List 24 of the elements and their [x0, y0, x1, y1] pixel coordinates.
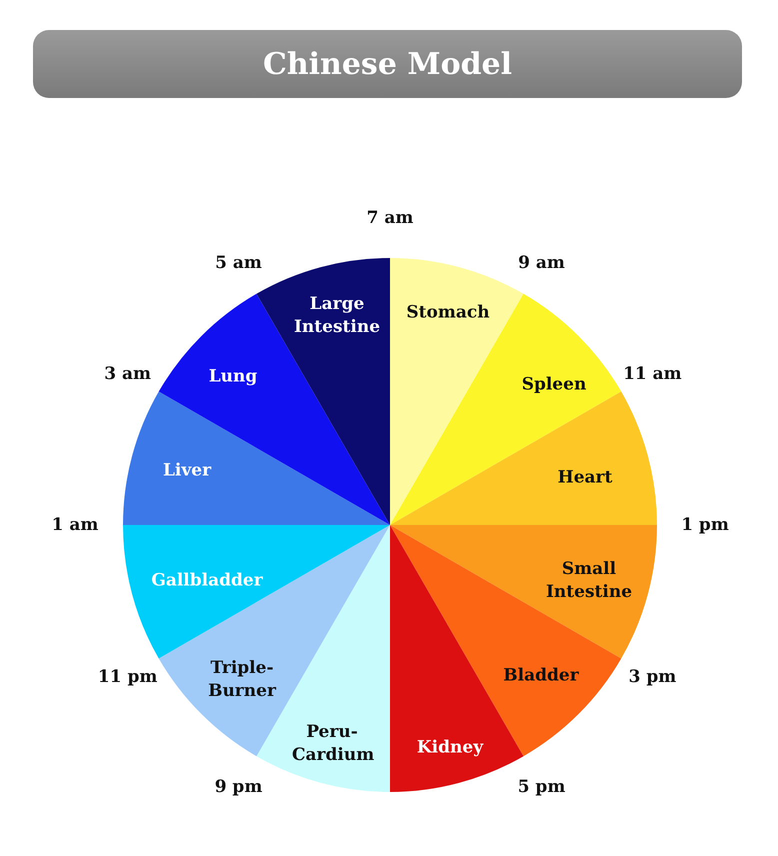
time-label: 3 pm: [628, 666, 676, 686]
slice-label: Bladder: [503, 664, 579, 688]
time-label: 3 am: [104, 364, 151, 384]
time-label: 11 am: [623, 364, 682, 384]
time-label: 5 am: [215, 252, 262, 273]
time-label: 1 am: [52, 515, 98, 535]
time-label: 11 pm: [98, 666, 158, 686]
time-label: 9 pm: [214, 777, 262, 798]
slice-label: Lung: [208, 366, 258, 388]
slice-label: Kidney: [416, 736, 484, 760]
slice-label: Triple- Burner: [207, 657, 278, 703]
time-label: 7 am: [366, 208, 414, 228]
slice-label: Liver: [162, 460, 212, 482]
slice-label: Gallbladder: [151, 570, 263, 592]
slice-label: Heart: [558, 466, 612, 490]
time-label: 1 pm: [681, 515, 729, 535]
slice-label: Small Intestine: [544, 558, 634, 604]
slice-label: Large Intestine: [292, 293, 382, 339]
slice-label: Stomach: [406, 302, 490, 324]
slice-label: Peru- Cardium: [292, 721, 372, 767]
time-label: 5 pm: [518, 777, 566, 798]
title-banner: Chinese Model: [33, 30, 742, 98]
time-label: 9 am: [518, 252, 565, 273]
slice-label: Spleen: [522, 374, 586, 396]
